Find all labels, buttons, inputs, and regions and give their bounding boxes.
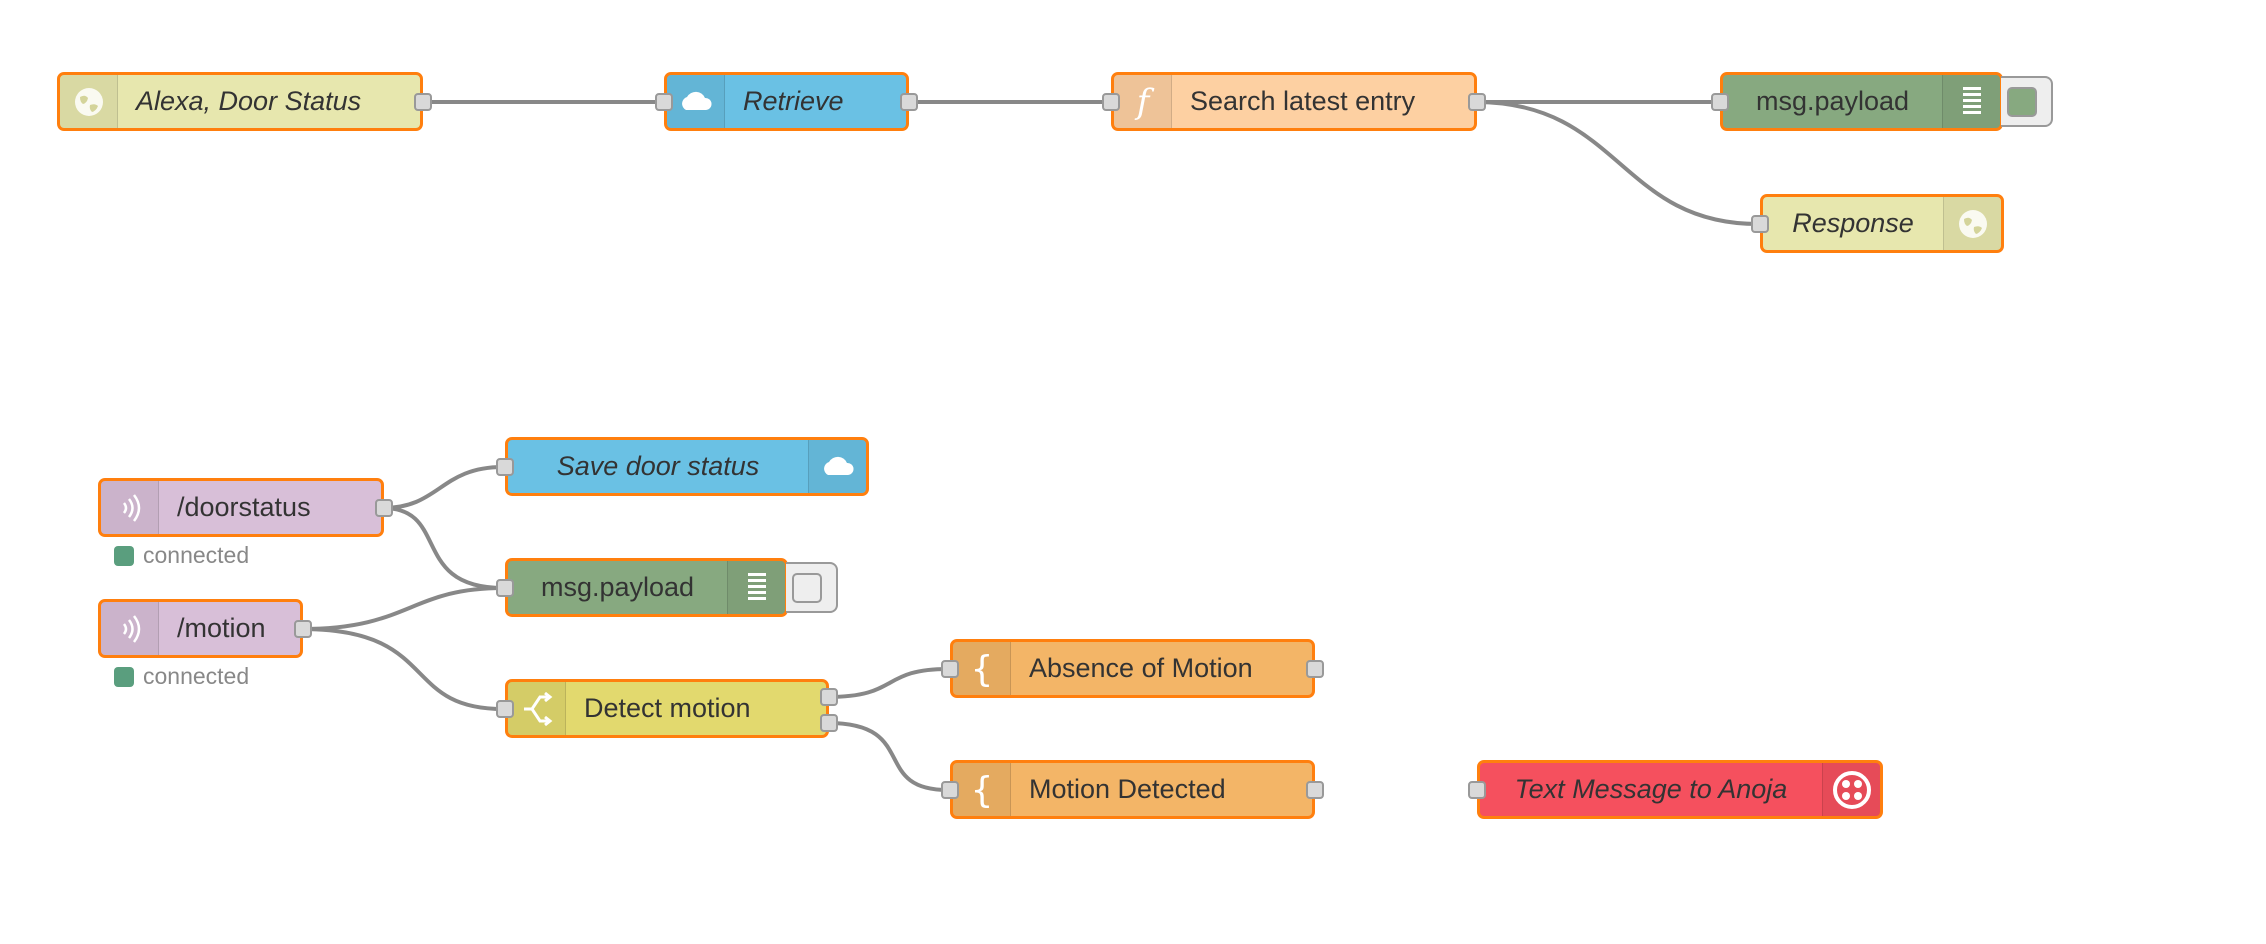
node-label: Motion Detected — [1029, 774, 1226, 804]
input-port[interactable] — [1711, 93, 1729, 111]
node-text-message-to-anoja[interactable]: Text Message to Anoja — [1468, 760, 1883, 819]
output-port[interactable] — [1468, 93, 1486, 111]
node-label: Retrieve — [743, 86, 844, 116]
mqtt-icon — [101, 481, 159, 534]
wire-doorstatus-to-debug[interactable] — [382, 506, 504, 590]
status-dot-icon — [114, 666, 134, 687]
svg-text:f: f — [1133, 82, 1154, 122]
function-icon: f — [1114, 75, 1172, 128]
input-port[interactable] — [496, 579, 514, 597]
output-port-1[interactable] — [820, 688, 838, 706]
wire-doorstatus-to-save[interactable] — [382, 465, 504, 510]
node-label: /doorstatus — [177, 492, 311, 522]
wire-detect-to-motion-detected[interactable] — [827, 721, 949, 792]
node-response[interactable]: Response — [1751, 194, 2004, 253]
node-label: /motion — [177, 613, 266, 643]
cloud-icon — [808, 440, 866, 493]
input-port[interactable] — [941, 781, 959, 799]
input-port[interactable] — [1468, 781, 1486, 799]
globe-icon — [60, 75, 118, 128]
svg-text:{: { — [970, 770, 993, 810]
node-label: Detect motion — [584, 693, 751, 723]
node-detect-motion[interactable]: Detect motion — [496, 679, 838, 738]
node-label: msg.payload — [540, 572, 695, 602]
twilio-icon — [1822, 763, 1880, 816]
debug-list-icon — [727, 561, 785, 614]
node-status: connected — [114, 542, 249, 569]
wire-search-to-response[interactable] — [1475, 100, 1759, 226]
node-doorstatus[interactable]: /doorstatus — [98, 478, 393, 537]
status-text: connected — [143, 663, 250, 689]
output-port[interactable] — [375, 499, 393, 517]
wire-motion-to-debug[interactable] — [301, 586, 504, 631]
input-port[interactable] — [941, 660, 959, 678]
node-debug-top[interactable]: msg.payload — [1711, 72, 2003, 131]
output-port-2[interactable] — [820, 714, 838, 732]
cloud-icon — [667, 75, 725, 128]
globe-icon — [1943, 197, 2001, 250]
template-icon: { — [953, 642, 1011, 695]
node-retrieve[interactable]: Retrieve — [655, 72, 918, 131]
output-port[interactable] — [900, 93, 918, 111]
node-search-latest-entry[interactable]: f Search latest entry — [1102, 72, 1486, 131]
input-port[interactable] — [1102, 93, 1120, 111]
wire-detect-to-absence[interactable] — [827, 667, 949, 699]
output-port[interactable] — [414, 93, 432, 111]
input-port[interactable] — [496, 458, 514, 476]
debug-toggle-button[interactable] — [786, 562, 838, 613]
node-motion-detected[interactable]: { Motion Detected — [941, 760, 1324, 819]
node-debug-bottom[interactable]: msg.payload — [496, 558, 788, 617]
node-label: Alexa, Door Status — [136, 86, 362, 116]
mqtt-icon — [101, 602, 159, 655]
input-port[interactable] — [1751, 215, 1769, 233]
node-label: Search latest entry — [1190, 86, 1416, 116]
output-port[interactable] — [1306, 781, 1324, 799]
node-label: msg.payload — [1755, 86, 1910, 116]
node-label: Save door status — [556, 451, 760, 481]
status-text: connected — [143, 542, 250, 568]
input-port[interactable] — [655, 93, 673, 111]
output-port[interactable] — [1306, 660, 1324, 678]
debug-list-icon — [1942, 75, 2000, 128]
svg-text:{: { — [970, 649, 993, 689]
switch-icon — [508, 682, 566, 735]
node-status: connected — [114, 663, 249, 690]
output-port[interactable] — [294, 620, 312, 638]
wire-motion-to-detect[interactable] — [301, 627, 504, 711]
node-label: Response — [1792, 208, 1914, 238]
node-label: Absence of Motion — [1029, 653, 1253, 683]
node-motion[interactable]: /motion — [98, 599, 312, 658]
node-save-door-status[interactable]: Save door status — [496, 437, 869, 496]
debug-toggle-button[interactable] — [2001, 76, 2053, 127]
node-alexa-door-status[interactable]: Alexa, Door Status — [57, 72, 432, 131]
input-port[interactable] — [496, 700, 514, 718]
node-label: Text Message to Anoja — [1514, 774, 1788, 804]
template-icon: { — [953, 763, 1011, 816]
node-absence-of-motion[interactable]: { Absence of Motion — [941, 639, 1324, 698]
status-dot-icon — [114, 545, 134, 566]
